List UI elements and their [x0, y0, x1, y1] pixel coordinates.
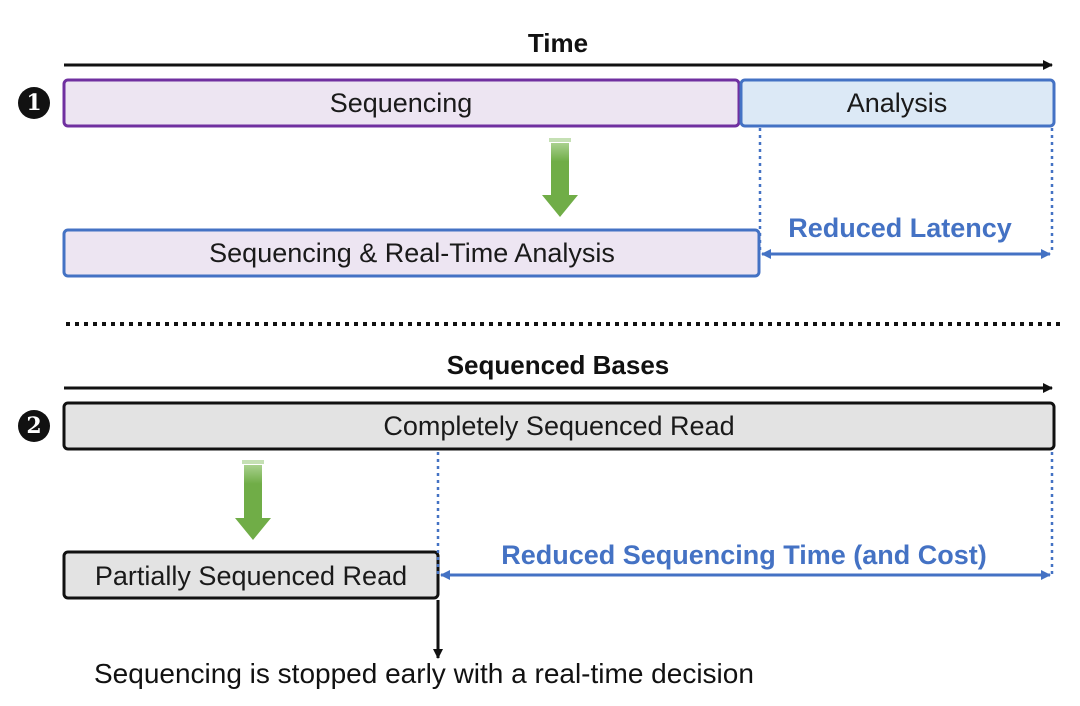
- partial-read-label: Partially Sequenced Read: [94, 561, 408, 591]
- sequencing-realtime-analysis-box: [62, 228, 761, 278]
- partial-read-box: [62, 550, 440, 600]
- reduced-latency-label: Reduced Latency: [788, 213, 1012, 243]
- analysis-box: [739, 78, 1056, 128]
- step-1-marker: 1: [18, 87, 50, 119]
- analysis-label: Analysis: [846, 88, 948, 118]
- section-2: [62, 383, 1056, 659]
- early-stop-footnote: Sequencing is stopped early with a real-…: [94, 658, 754, 689]
- sequencing-label: Sequencing: [329, 88, 473, 118]
- section-1: [62, 60, 1056, 278]
- down-arrow-icon: [235, 460, 271, 540]
- combined-analysis-label: Sequencing & Real-Time Analysis: [209, 238, 615, 268]
- down-arrow-icon: [542, 138, 578, 217]
- complete-read-label: Completely Sequenced Read: [383, 411, 735, 441]
- reduced-sequencing-time-label: Reduced Sequencing Time (and Cost): [501, 540, 987, 570]
- sequenced-bases-axis-title: Sequenced Bases: [446, 350, 670, 380]
- complete-read-box: [62, 401, 1056, 451]
- sequencing-box: [62, 78, 741, 128]
- step-2-marker: 2: [18, 410, 50, 442]
- time-axis-title: Time: [527, 28, 589, 58]
